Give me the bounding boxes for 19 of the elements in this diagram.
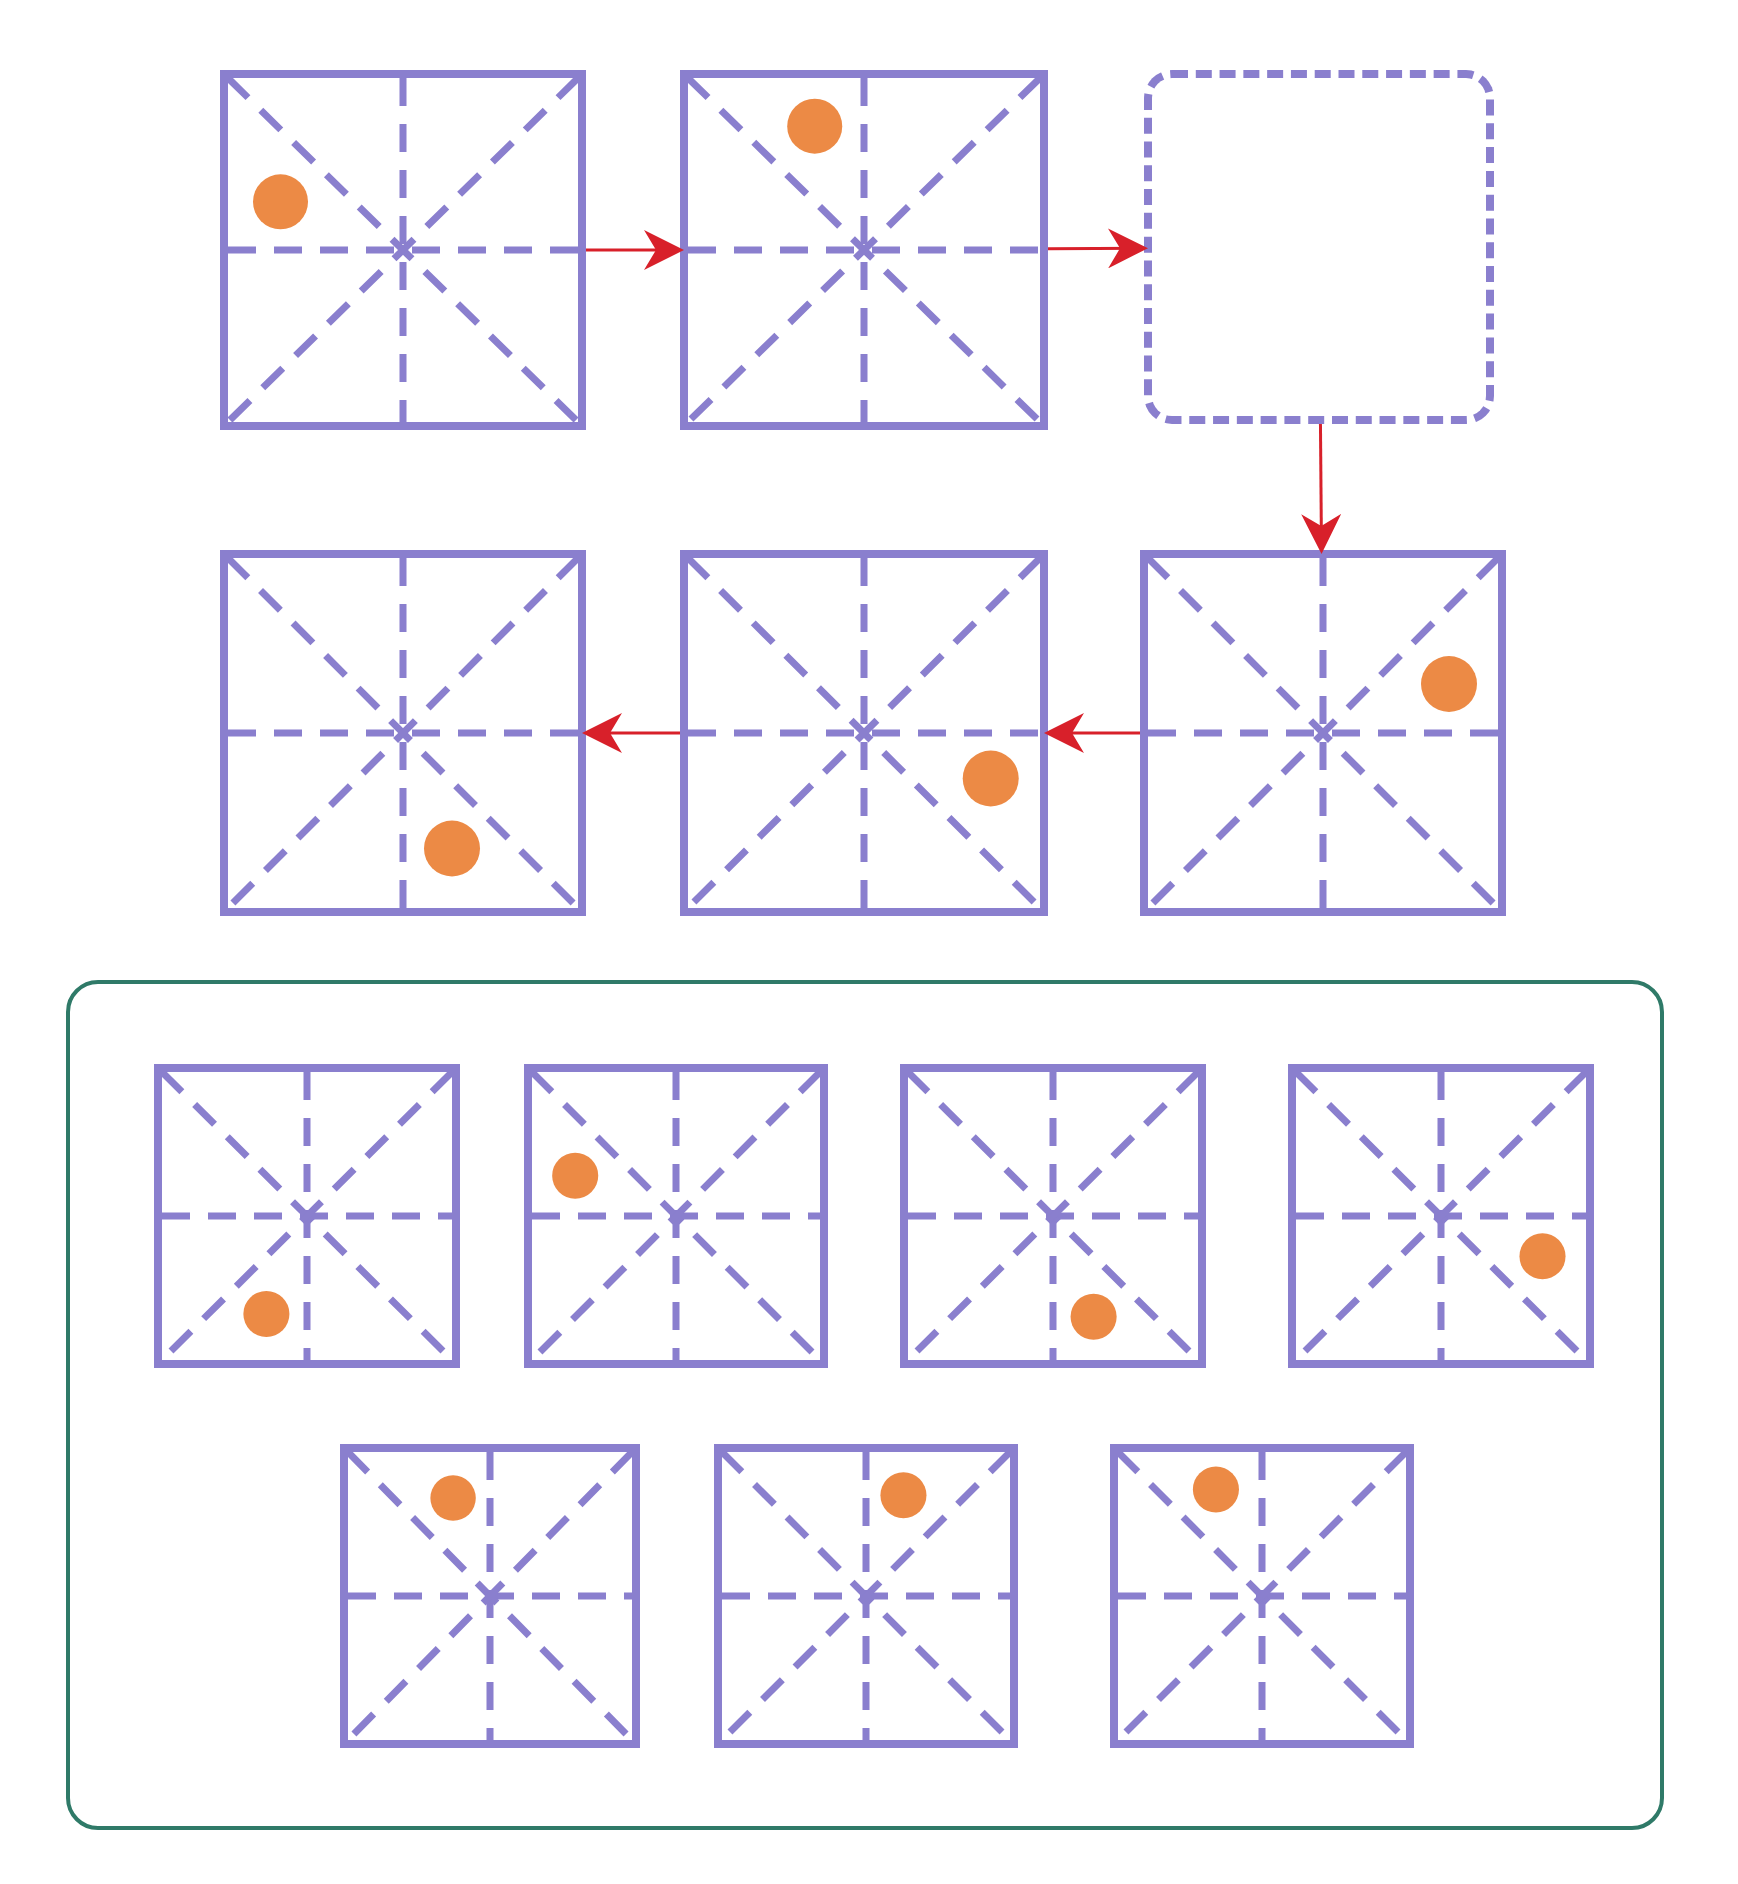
grid-square <box>1140 550 1506 916</box>
options-panel <box>66 980 1664 1830</box>
arrow <box>1301 424 1342 554</box>
arrow <box>1048 228 1148 269</box>
grid-square <box>900 1064 1206 1368</box>
grid-square <box>680 70 1048 430</box>
arrow <box>582 713 680 753</box>
grid-square <box>1110 1444 1414 1748</box>
grid-square <box>220 70 586 430</box>
grid-square <box>340 1444 640 1748</box>
grid-square <box>680 550 1048 916</box>
grid-square <box>220 550 586 916</box>
grid-square <box>714 1444 1018 1748</box>
grid-square <box>154 1064 460 1368</box>
grid-square <box>524 1064 828 1368</box>
empty-answer-box <box>1144 70 1494 424</box>
grid-square <box>1288 1064 1594 1368</box>
arrow <box>586 230 684 270</box>
arrow <box>1044 713 1140 753</box>
